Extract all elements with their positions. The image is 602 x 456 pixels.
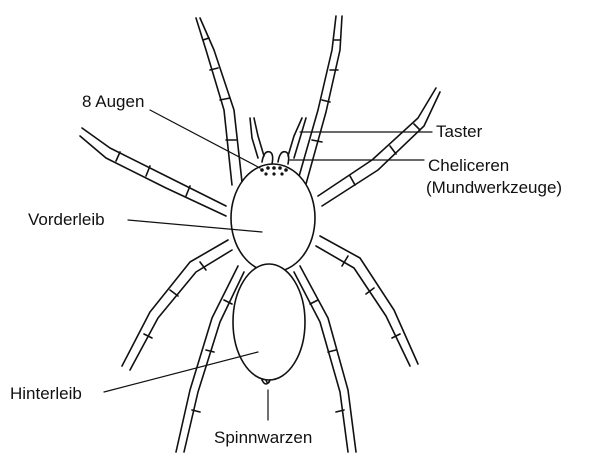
leg-right-3 [316, 236, 418, 366]
leg-right-1 [298, 16, 342, 184]
leg-right-2 [318, 88, 440, 206]
chelicerae [262, 152, 289, 164]
label-spinnerets: Spinnwarzen [214, 428, 312, 448]
label-eyes: 8 Augen [82, 92, 144, 112]
leg-left-4 [176, 266, 244, 452]
leg-left-2 [80, 128, 226, 216]
spinnerets [262, 380, 270, 384]
label-chelicerae-sub: (Mundwerkzeuge) [426, 178, 562, 198]
pedipalps [250, 118, 306, 158]
leg-right-4 [294, 266, 356, 452]
cephalothorax [231, 164, 315, 272]
abdomen [233, 264, 305, 380]
label-chelicerae: Cheliceren [428, 156, 509, 176]
leg-left-3 [122, 240, 232, 370]
leg-left-1 [196, 18, 242, 185]
label-abdomen: Hinterleib [10, 384, 82, 404]
label-pedipalps: Taster [436, 122, 482, 142]
label-cephalothorax: Vorderleib [28, 210, 105, 230]
